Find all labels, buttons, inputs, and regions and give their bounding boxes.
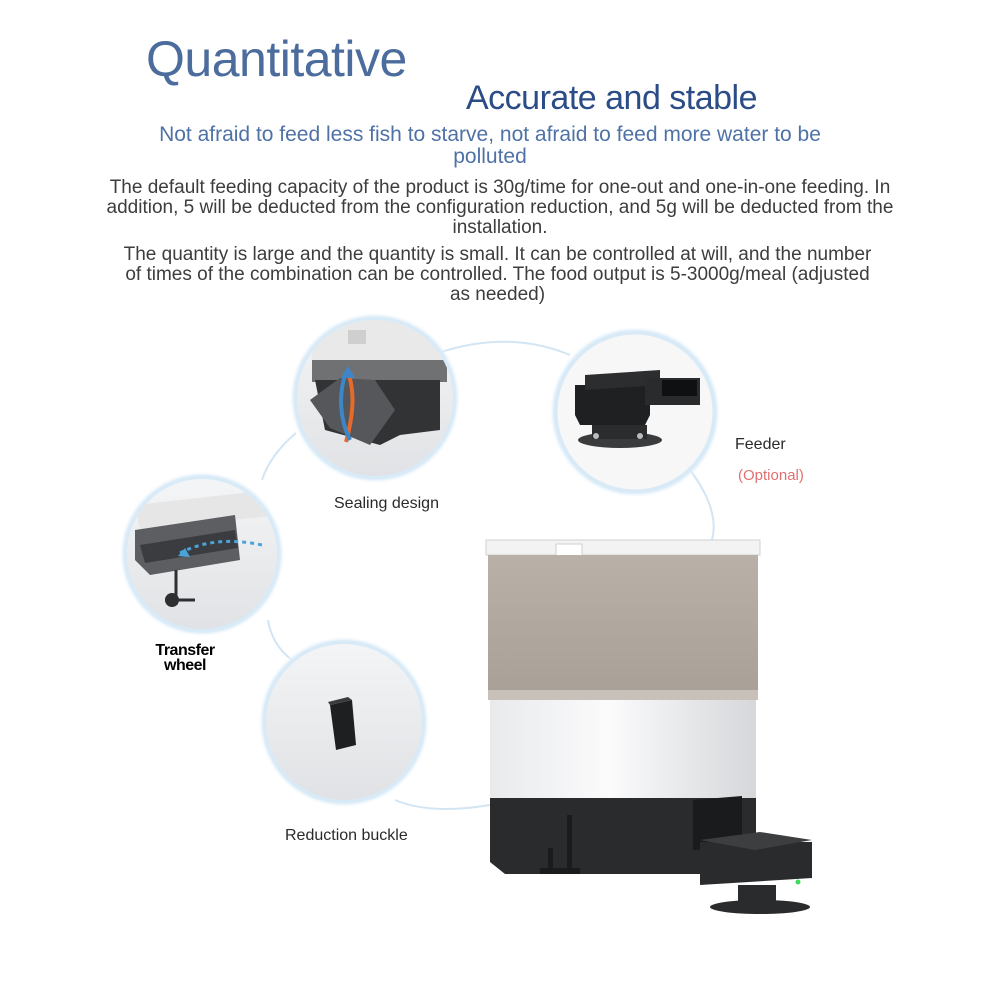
description-paragraph-2: The quantity is large and the quantity i… [123, 244, 872, 305]
feeder-label: Feeder [735, 436, 786, 453]
feeder-bubble [549, 326, 721, 498]
transfer-wheel-bubble [119, 471, 285, 637]
feeder-optional-note: (Optional) [738, 467, 804, 484]
page-subtitle: Accurate and stable [466, 79, 758, 117]
transfer-wheel-label: Transfer wheel [155, 642, 215, 674]
reduction-buckle-label: Reduction buckle [285, 827, 408, 844]
feeder-product [485, 539, 812, 914]
sealing-design-label: Sealing design [334, 495, 439, 512]
description-paragraph-1: The default feeding capacity of the prod… [106, 177, 894, 238]
connector-lines [261, 340, 715, 810]
tagline: Not afraid to feed less fish to starve, … [159, 123, 821, 168]
sealing-design-bubble [289, 312, 461, 484]
reduction-buckle-bubble [258, 636, 430, 808]
page-title: Quantitative [146, 31, 407, 87]
